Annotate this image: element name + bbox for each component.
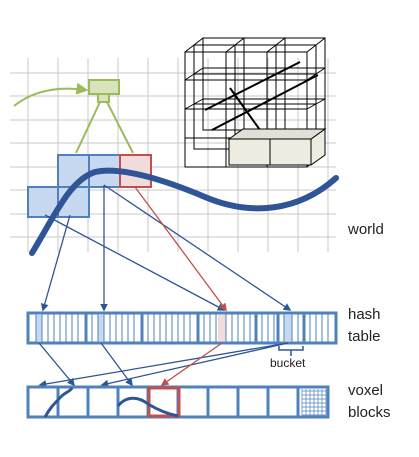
hash-to-block-arrows: [38, 342, 289, 388]
hash-label-line2: table: [348, 328, 381, 345]
surface-curve: [29, 167, 339, 256]
filled-cubes: [227, 128, 327, 166]
bucket-brace: [278, 346, 304, 356]
voxel-label-line1: voxel: [348, 382, 384, 399]
world-blocks: [27, 154, 152, 218]
camera-motion-arrow: [13, 82, 89, 107]
hash-table: [26, 311, 338, 345]
camera-icon: [75, 79, 134, 154]
bucket-label: bucket: [270, 356, 306, 370]
world-label: world: [348, 221, 384, 238]
world-to-hash-arrows: [40, 184, 292, 312]
voxel-label-line2: blocks: [348, 404, 391, 421]
hash-label-line1: hash: [348, 306, 381, 323]
voxel-blocks: [26, 385, 330, 419]
